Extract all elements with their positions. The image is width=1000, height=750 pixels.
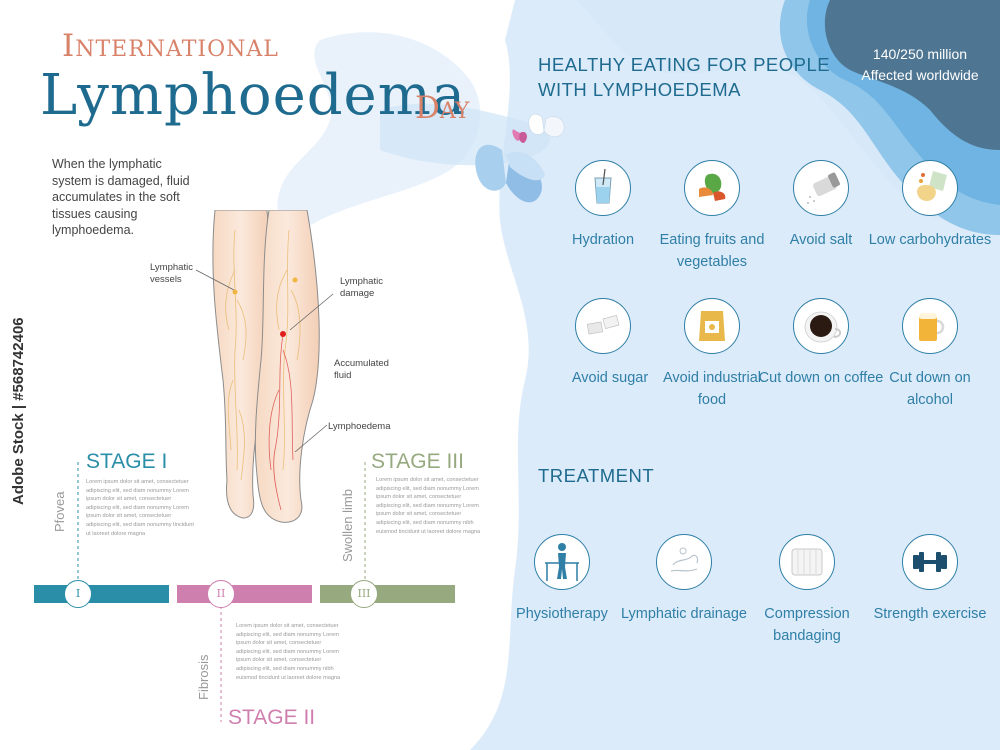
avoid-industrial-food-label: Avoid industrial food [662,370,762,408]
title-international: International [62,28,279,64]
label-lymphatic-vessels: Lymphatic vessels [150,262,193,285]
coffee-cup-icon [793,298,849,354]
stage-1-side-label: Pfovea [52,491,67,532]
label-lymphoedema: Lymphoedema [328,421,391,432]
butterflies-illustration [475,113,565,203]
stage-2-title: STAGE II [228,706,316,729]
beer-mug-icon [902,298,958,354]
stage-2-marker: II [207,580,235,608]
legs-illustration [212,210,320,523]
low-carbohydrates-label: Low carbohydrates [868,232,992,248]
physiotherapy-label: Physiotherapy [516,606,608,622]
stage-3-text: Lorem ipsum dolor sit amet, consectetuer… [376,477,481,535]
affected-stat: 140/250 million Affected worldwide [845,44,995,86]
cut-coffee-label: Cut down on coffee [758,370,884,386]
compression-bandage-icon [779,534,835,590]
dumbbell-icon [902,534,958,590]
avoid-salt-label: Avoid salt [789,232,853,248]
title-lymphoedema: Lymphoedema [40,63,467,128]
label-accumulated-fluid: Accumulated fluid [334,358,389,381]
stage-3-bar [320,585,455,603]
stat-value: 140/250 million [872,46,968,62]
physiotherapy-icon [534,534,590,590]
sugar-cubes-icon [575,298,631,354]
strength-exercise-label: Strength exercise [873,606,987,622]
stage-3-title: STAGE III [371,450,464,473]
stage-1-bar [34,585,169,603]
healthy-eating-heading: HEALTHY EATING FOR PEOPLE WITH LYMPHOEDE… [538,54,831,100]
stock-id: Adobe Stock | #568742406 [10,317,27,505]
title-day: Day [415,90,470,126]
intro-text: When the lymphatic system is damaged, fl… [52,157,190,237]
avoid-sugar-label: Avoid sugar [571,370,649,386]
label-lymphatic-damage: Lymphatic damage [340,276,383,299]
snack-bag-icon [684,298,740,354]
water-glass-icon [575,160,631,216]
stage-2-text: Lorem ipsum dolor sit amet, consectetuer… [236,623,341,681]
stage-1-title: STAGE I [86,450,168,473]
lymphatic-drainage-icon [656,534,712,590]
leg-label-lines [195,269,334,453]
stage-1-marker: I [64,580,92,608]
stage-3-marker: III [350,580,378,608]
cut-alcohol-label: Cut down on alcohol [889,370,971,408]
stage-2-side-label: Fibrosis [196,654,211,700]
stat-caption: Affected worldwide [861,67,979,83]
salt-shaker-icon [793,160,849,216]
stage-3-side-label: Swollen limb [340,489,355,562]
stage-2-bar [177,585,312,603]
treatment-heading: TREATMENT [538,465,655,486]
fruits-vegetables-label: Eating fruits and vegetables [659,232,765,270]
carbohydrates-icon [902,160,958,216]
hydration-label: Hydration [571,232,635,248]
lymphatic-drainage-label: Lymphatic drainage [620,606,747,622]
compression-bandaging-label: Compression bandaging [764,606,850,644]
stage-1-text: Lorem ipsum dolor sit amet, consectetuer… [86,479,194,537]
fruits-vegetables-icon [684,160,740,216]
